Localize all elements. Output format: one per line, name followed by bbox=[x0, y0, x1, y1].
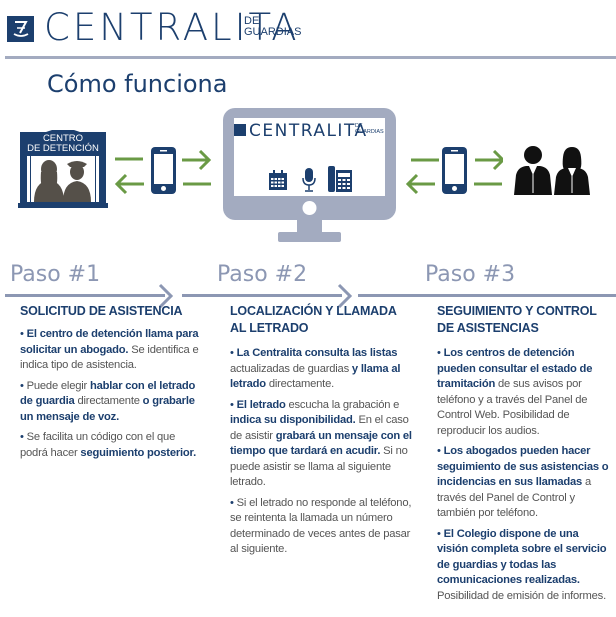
step-3-line bbox=[358, 294, 616, 297]
bold-text: y llama al letrado bbox=[230, 362, 401, 391]
text: de sus avisos por teléfono y a través de… bbox=[437, 378, 588, 437]
monitor-brand-sub-line1: DE bbox=[355, 123, 363, 129]
step-3-body: • Los centros de detención pueden consul… bbox=[437, 346, 612, 609]
bullet-icon: • bbox=[20, 379, 27, 392]
step-bullet: • La Centralita consulta las listas actu… bbox=[230, 346, 412, 393]
bold-text: hablar con el letrado de guardia bbox=[20, 379, 196, 408]
monitor-brand-sub-line2: GUARDIAS bbox=[355, 129, 384, 135]
step-3: Paso #3 bbox=[425, 262, 515, 290]
desk-phone-icon bbox=[328, 166, 352, 192]
step-1-heading-line1: SOLICITUD DE ASISTENCIA bbox=[20, 304, 183, 318]
bullet-icon: • bbox=[230, 496, 237, 509]
step-3-heading-line2: DE ASISTENCIAS bbox=[437, 321, 539, 335]
monitor-brand: CENTRALITA bbox=[249, 121, 368, 141]
brand-subtitle: DE GUARDIAS bbox=[244, 16, 301, 38]
arrow-left-icon bbox=[114, 173, 144, 195]
text: Se facilita un código con el que podrá h… bbox=[20, 431, 176, 459]
chevron-right-icon bbox=[158, 283, 174, 309]
bullet-icon: • bbox=[437, 445, 444, 457]
calendar-icon bbox=[269, 170, 287, 190]
step-1-body: • El centro de detención llama para soli… bbox=[20, 327, 205, 466]
lawyers-icon bbox=[512, 145, 592, 200]
step-bullet: • Puede elegir hablar con el letrado de … bbox=[20, 379, 205, 426]
step-2: Paso #2 bbox=[217, 262, 307, 290]
step-2-heading: LOCALIZACIÓN Y LLAMADA AL LETRADO bbox=[230, 303, 420, 337]
step-1-heading: SOLICITUD DE ASISTENCIA bbox=[20, 303, 210, 320]
page-title: Cómo funciona bbox=[47, 70, 228, 98]
step-1-line bbox=[5, 294, 165, 297]
scales-of-justice-icon bbox=[7, 16, 34, 42]
text: Se identifica e indica tipo de asistenci… bbox=[20, 343, 199, 372]
smartphone-icon bbox=[442, 147, 467, 199]
monitor-illustration: CENTRALITA DE GUARDIAS bbox=[223, 108, 396, 244]
step-bullet: • Se facilita un código con el que podrá… bbox=[20, 430, 205, 461]
header: CENTRALITA DE GUARDIAS bbox=[0, 0, 616, 59]
step-2-heading-line2: AL LETRADO bbox=[230, 321, 309, 335]
text: actualizadas de guardias bbox=[230, 362, 352, 375]
arrow-right-icon bbox=[182, 150, 212, 171]
step-bullet: • El Colegio dispone de una visión compl… bbox=[437, 527, 612, 605]
smartphone-icon bbox=[151, 147, 176, 199]
step-3-heading-line1: SEGUIMIENTO Y CONTROL bbox=[437, 304, 597, 318]
step-title: Paso #2 bbox=[217, 262, 308, 287]
text: directamente. bbox=[265, 378, 334, 390]
brand-name: CENTRALITA bbox=[44, 6, 300, 49]
step-bullet: • Si el letrado no responde al teléfono,… bbox=[230, 496, 412, 558]
detention-label-line2: DE DETENCIÓN bbox=[27, 143, 99, 154]
bold-text: La Centralita consulta las listas bbox=[236, 347, 398, 359]
text: En el caso de asistir bbox=[230, 414, 409, 442]
exchange-arrows-left bbox=[114, 150, 212, 195]
bullet-icon: • bbox=[230, 347, 237, 359]
bold-text: o grabarle un mensaje de voz. bbox=[20, 395, 195, 423]
bullet-icon: • bbox=[437, 347, 444, 359]
step-2-heading-line1: LOCALIZACIÓN Y LLAMADA bbox=[230, 304, 397, 318]
step-2-body: • La Centralita consulta las listas actu… bbox=[230, 346, 412, 563]
bold-text: El Colegio dispone de una visión complet… bbox=[437, 527, 607, 587]
step-bullet: • El centro de detención llama para soli… bbox=[20, 327, 205, 374]
detention-label-line1: CENTRO bbox=[42, 133, 84, 144]
step-bullet: • El letrado escucha la grabación e indi… bbox=[230, 398, 412, 491]
monitor-logo-icon bbox=[234, 124, 246, 136]
step-title: Paso #1 bbox=[10, 262, 101, 287]
brand-subtitle-line2: GUARDIAS bbox=[244, 26, 302, 38]
text: Posibilidad de emisión de informes. bbox=[437, 589, 606, 602]
step-bullet: • Los centros de detención pueden consul… bbox=[437, 346, 612, 439]
chevron-right-icon bbox=[337, 283, 353, 309]
bold-text: Los centros de detención pueden consulta… bbox=[437, 347, 593, 390]
text: Si el letrado no responde al teléfono, s… bbox=[230, 496, 412, 556]
text: Puede elegir bbox=[26, 379, 90, 392]
arrow-right-icon bbox=[475, 150, 503, 171]
bold-text: El centro de detención llama para solici… bbox=[20, 328, 199, 356]
step-1: Paso #1 bbox=[10, 262, 100, 290]
bullet-icon: • bbox=[20, 328, 27, 340]
text: Si no puede asistir se llama al siguient… bbox=[230, 445, 408, 488]
bullet-icon: • bbox=[230, 398, 237, 411]
bold-text: El letrado bbox=[236, 398, 286, 411]
bullet-icon: • bbox=[437, 527, 444, 540]
step-bullet: • Los abogados pueden hacer seguimiento … bbox=[437, 444, 612, 522]
bullet-icon: • bbox=[20, 431, 27, 443]
arrow-left-icon bbox=[405, 173, 435, 195]
step-2-line bbox=[182, 294, 342, 297]
text: a través del Panel de Control y también … bbox=[437, 476, 592, 519]
text: directamente bbox=[74, 395, 143, 407]
microphone-icon bbox=[302, 168, 316, 192]
header-divider bbox=[5, 56, 616, 59]
bold-text: Los abogados pueden hacer seguimiento de… bbox=[437, 445, 609, 488]
bold-text: grabará un mensaje con el tiempo que tar… bbox=[230, 429, 412, 458]
step-title: Paso #3 bbox=[425, 262, 516, 287]
text: escucha la grabación e bbox=[285, 398, 400, 411]
bold-text: seguimiento posterior. bbox=[80, 446, 196, 459]
monitor-brand-sub: DE GUARDIAS bbox=[355, 123, 384, 135]
brand-subtitle-line1: DE bbox=[244, 15, 260, 27]
bold-text: indica su disponibilidad. bbox=[230, 414, 356, 426]
detention-center-icon: CENTRO DE DETENCIÓN bbox=[18, 130, 108, 215]
step-3-heading: SEGUIMIENTO Y CONTROL DE ASISTENCIAS bbox=[437, 303, 612, 337]
exchange-arrows-right bbox=[405, 150, 503, 195]
